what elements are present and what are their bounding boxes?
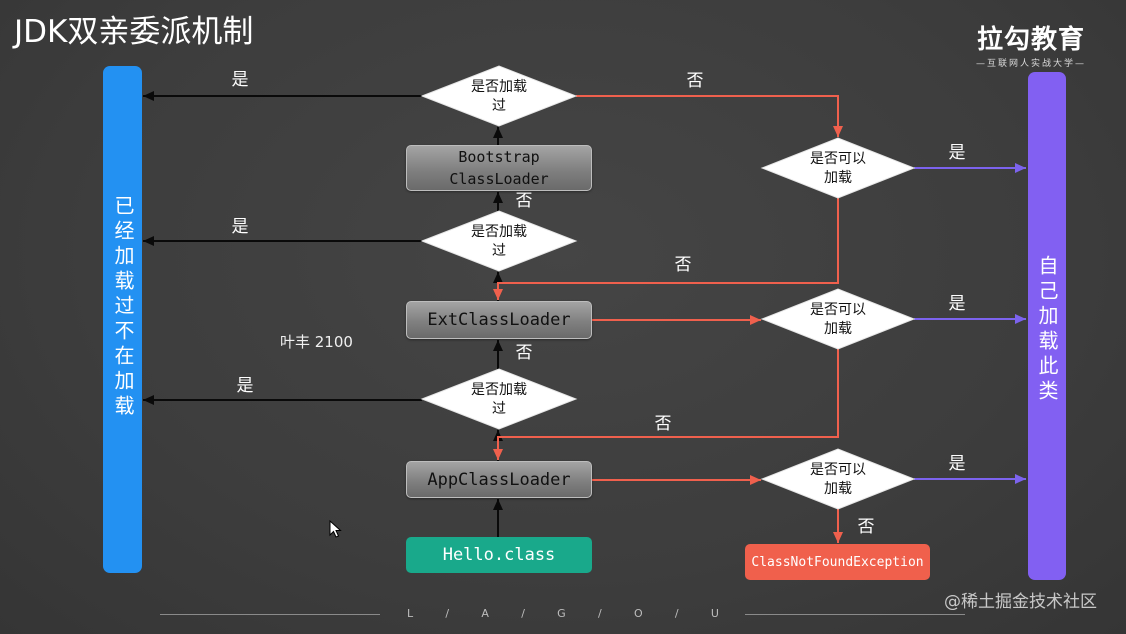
decision-text: 是否加载	[471, 382, 527, 398]
decision-bootstrap-can-load: 是否可以 加载	[760, 137, 916, 199]
footer-brand-glyph: /	[674, 607, 679, 620]
mouse-pointer-icon	[329, 520, 342, 538]
watermark: @稀土掘金技术社区	[944, 592, 1097, 612]
author-note: 叶丰 2100	[280, 333, 353, 351]
ext-classloader-box: ExtClassLoader	[406, 301, 592, 339]
app-classloader-label: AppClassLoader	[427, 469, 571, 490]
label-no: 否	[655, 414, 672, 434]
label-no: 否	[675, 255, 692, 275]
arrow-bootstrap-not-loaded	[576, 95, 843, 137]
decision-text: 过	[492, 401, 506, 417]
hello-class-label: Hello.class	[442, 545, 556, 565]
label-yes: 是	[232, 70, 249, 90]
diamond-shape	[760, 288, 916, 350]
decision-text: 是否可以	[810, 302, 866, 318]
label-yes: 是	[949, 454, 966, 474]
footer-brand-glyph: /	[445, 607, 450, 620]
diamond-shape	[420, 368, 578, 430]
diamond-shape	[420, 210, 578, 272]
label-yes: 是	[237, 376, 254, 396]
footer-brand-glyph: L	[407, 607, 414, 620]
self-load-bar: 自己加载此类	[1028, 72, 1066, 580]
class-not-found-exception-box: ClassNotFoundException	[745, 544, 930, 580]
bootstrap-line2: ClassLoader	[449, 170, 549, 188]
diamond-shape	[420, 65, 578, 127]
decision-text: 是否加载	[471, 79, 527, 95]
loaded-result-label: 已经加载过不在加载	[111, 195, 135, 420]
label-no: 否	[687, 71, 704, 91]
diamond-shape	[760, 448, 916, 510]
footer-brand-glyph: O	[633, 607, 643, 620]
logo-name: 拉勾教育	[976, 25, 1085, 55]
app-classloader-box: AppClassLoader	[406, 461, 592, 498]
footer-brand: L / A / G / O / U	[407, 607, 719, 621]
footer-brand-glyph: /	[597, 607, 602, 620]
exception-label: ClassNotFoundException	[751, 554, 924, 570]
decision-text: 是否加载	[471, 224, 527, 240]
footer-divider-right	[745, 614, 965, 615]
ext-classloader-label: ExtClassLoader	[427, 310, 571, 330]
footer-brand-glyph: A	[481, 607, 489, 620]
footer-brand-glyph: U	[710, 607, 719, 620]
decision-text: 加载	[824, 481, 852, 497]
brand-logo: 拉勾教育 —互联网人实战大学—	[968, 24, 1094, 70]
label-yes: 是	[232, 217, 249, 237]
self-load-label: 自己加载此类	[1035, 255, 1059, 405]
decision-text: 过	[492, 98, 506, 114]
hello-class-box: Hello.class	[406, 537, 592, 573]
decision-ext-can-load: 是否可以 加载	[760, 288, 916, 350]
decision-ext-loaded: 是否加载 过	[420, 210, 578, 272]
decision-text: 是否可以	[810, 462, 866, 478]
decision-bootstrap-loaded: 是否加载 过	[420, 65, 578, 127]
arrow-bootstrap-cannot-load	[493, 198, 839, 300]
label-no: 否	[516, 191, 533, 211]
decision-app-can-load: 是否可以 加载	[760, 448, 916, 510]
label-no: 否	[858, 517, 875, 537]
label-yes: 是	[949, 143, 966, 163]
decision-text: 过	[492, 243, 506, 259]
logo-tagline: —互联网人实战大学—	[975, 59, 1086, 69]
page-title: JDK双亲委派机制	[14, 14, 254, 50]
decision-text: 加载	[824, 170, 852, 186]
footer-divider-left	[160, 614, 380, 615]
decision-app-loaded: 是否加载 过	[420, 368, 578, 430]
decision-text: 是否可以	[810, 151, 866, 167]
label-no: 否	[516, 343, 533, 363]
arrow-ext-cannot-load	[493, 349, 839, 460]
loaded-result-bar: 已经加载过不在加载	[103, 66, 142, 573]
bootstrap-classloader-box: Bootstrap ClassLoader	[406, 145, 592, 191]
decision-text: 加载	[824, 321, 852, 337]
bootstrap-line1: Bootstrap	[458, 148, 540, 166]
footer-brand-glyph: G	[557, 607, 566, 620]
label-yes: 是	[949, 294, 966, 314]
diamond-shape	[760, 137, 916, 199]
footer-brand-glyph: /	[521, 607, 525, 620]
